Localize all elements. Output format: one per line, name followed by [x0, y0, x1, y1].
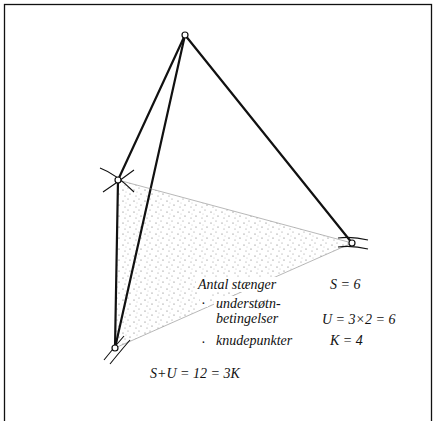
bar — [115, 243, 352, 348]
frame — [5, 5, 432, 421]
joint — [349, 240, 355, 246]
note-text: Antal stænger — [196, 277, 278, 292]
note-text: . — [200, 331, 208, 346]
note-text: . — [200, 292, 208, 307]
support-line — [100, 168, 134, 192]
note-text: S+U = 12 = 3K — [148, 366, 242, 381]
support-line — [104, 336, 124, 360]
shaded-base — [115, 180, 352, 348]
bar — [118, 180, 352, 243]
bar — [118, 35, 185, 180]
supports — [100, 168, 368, 364]
support-line — [103, 170, 134, 192]
bar — [185, 35, 352, 243]
joint — [112, 345, 118, 351]
joint — [182, 32, 188, 38]
note-text: understøtn- betingelser — [214, 296, 296, 326]
support-line — [110, 340, 130, 364]
note-text: U = 3×2 = 6 — [320, 312, 397, 327]
bar — [115, 35, 185, 348]
note-text: knudepunkter — [214, 333, 294, 348]
note-text: K = 4 — [328, 333, 365, 348]
joint — [115, 177, 121, 183]
bar — [115, 180, 118, 348]
note-text: S = 6 — [328, 277, 362, 292]
bars — [115, 35, 352, 348]
joints — [112, 32, 355, 351]
support-line — [338, 246, 368, 249]
